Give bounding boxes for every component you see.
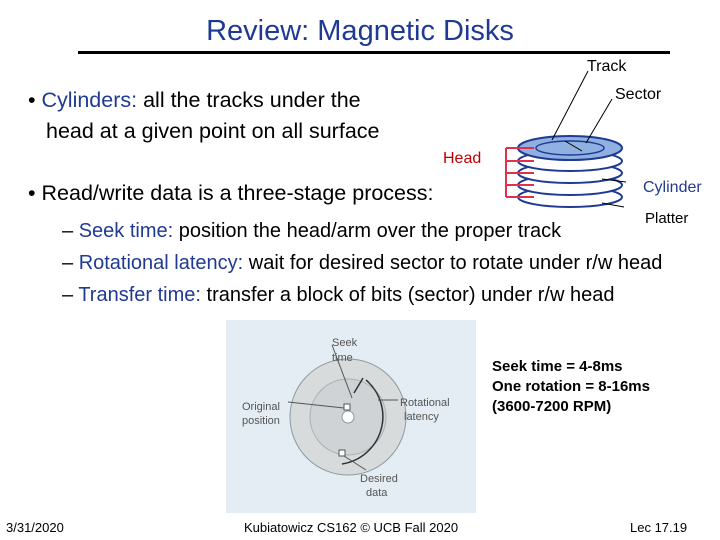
original-leader [287,401,345,409]
footer-date: 3/31/2020 [6,520,64,535]
platter-leader [601,202,625,208]
bullet-cylinders: • Cylinders: all the tracks under the [28,87,361,114]
stat-rpm: (3600-7200 RPM) [492,398,612,415]
head-marker [343,403,351,411]
bullet-read-write: • Read/write data is a three-stage proce… [28,180,434,207]
platter-stack [517,135,623,208]
title-underline [78,51,670,54]
cylinders-term: Cylinders: [41,88,138,112]
dash: – [62,252,74,274]
desired-leader [343,455,367,471]
desired-label-1: Desired [360,473,398,485]
disk-diagram: Track Sector Cylinder Platter [505,58,702,227]
original-label-1: Original [242,401,280,413]
track-label: Track [587,58,627,75]
slide-title: Review: Magnetic Disks [206,15,514,47]
data-marker [338,449,346,457]
cylinders-text-2: head at a given point on all surface [46,119,380,143]
seek-label-2: time [332,352,353,364]
footer-course: Kubiatowicz CS162 © UCB Fall 2020 [244,520,459,535]
subbullet-seek: – Seek time: position the head/arm over … [62,220,561,243]
sector-label: Sector [615,86,662,103]
label-leaders [551,70,627,208]
rotational-label-2: latency [404,411,439,423]
dash: – [62,220,74,242]
rotation-arc [341,379,384,465]
track-leader [551,70,589,141]
transfer-term: Transfer time: [78,284,201,306]
bullet-marker: • [28,181,36,205]
track-ring [535,140,605,156]
rotational-label-1: Rotational [400,397,450,409]
seek-label-1: Seek [332,337,358,349]
disk-spindle [341,410,355,424]
seek-leader [331,344,353,399]
seek-arrow [353,377,364,394]
rotational-term: Rotational latency: [78,252,244,274]
cylinders-text-1: all the tracks under the [143,88,361,112]
stats-block: Seek time = 4-8ms One rotation = 8-16ms … [492,357,650,417]
cylinder-leader [601,178,627,183]
seek-text: position the head/arm over the proper tr… [178,220,562,242]
transfer-text: transfer a block of bits (sector) under … [206,284,615,306]
sector-arrow [564,140,583,152]
original-label-2: position [242,415,280,427]
dash: – [62,284,74,306]
desired-label-2: data [366,487,388,499]
stat-seek: Seek time = 4-8ms [492,358,623,375]
footer-lecture: Lec 17.19 [630,520,688,535]
cylinder-label: Cylinder [643,179,702,196]
head-assembly [505,147,534,198]
sector-leader [585,98,613,144]
stat-rotation: One rotation = 8-16ms [492,378,650,395]
platter-label: Platter [645,210,688,227]
seek-term: Seek time: [78,220,174,242]
bullet-marker: • [28,88,36,112]
rotational-text: wait for desired sector to rotate under … [248,252,663,274]
timing-figure: Seek time Original position Rotational l… [226,320,476,513]
subbullet-rotational: – Rotational latency: wait for desired s… [62,252,662,275]
subbullet-transfer: – Transfer time: transfer a block of bit… [62,284,614,307]
read-write-text: Read/write data is a three-stage process… [41,181,434,205]
head-label: Head [443,150,482,167]
